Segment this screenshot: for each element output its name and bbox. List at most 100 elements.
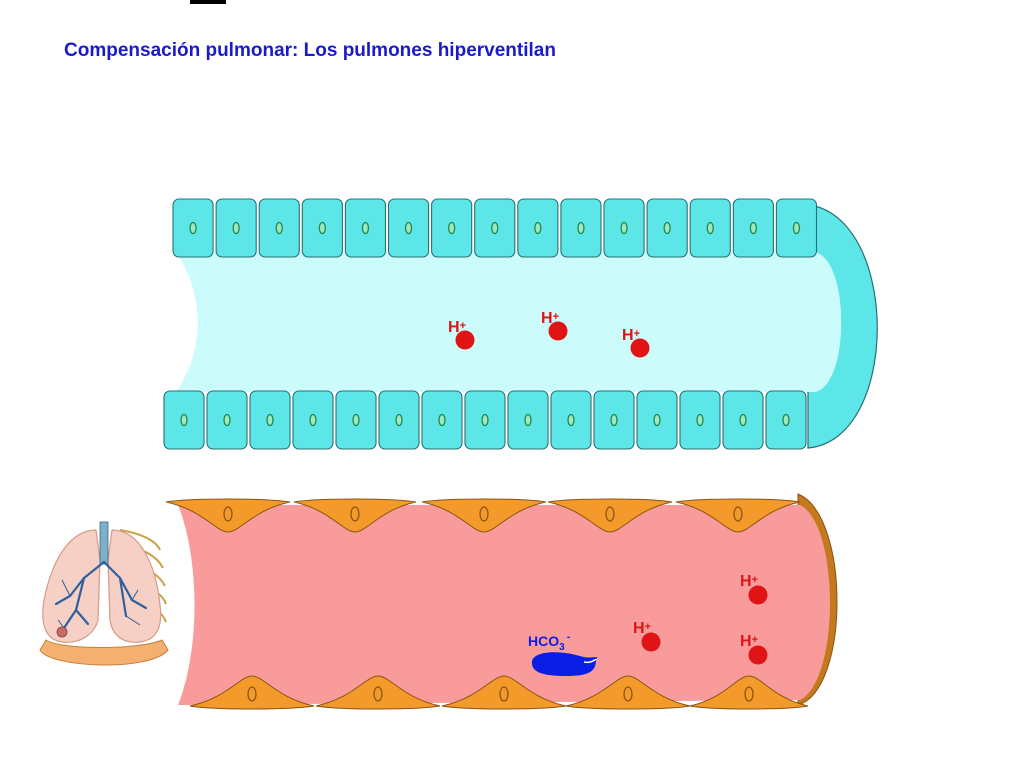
airway-bottom-cell-row bbox=[163, 390, 807, 450]
epithelial-cell bbox=[603, 198, 645, 258]
epithelial-cell bbox=[517, 198, 559, 258]
cell-nucleus bbox=[447, 221, 456, 235]
airway-lumen bbox=[176, 252, 842, 392]
epithelial-cell bbox=[249, 390, 291, 450]
epithelial-cell bbox=[732, 198, 774, 258]
epithelial-cell bbox=[507, 390, 549, 450]
cell-nucleus bbox=[567, 413, 575, 427]
lungs-icon bbox=[39, 521, 169, 666]
hydrogen-ion: H+ bbox=[740, 633, 768, 665]
epithelial-cell bbox=[172, 198, 214, 258]
airway-top-cell-row bbox=[172, 198, 818, 258]
vessel-hydrogen-ions: H+ H+ H+ bbox=[633, 573, 768, 665]
epithelial-cell bbox=[215, 198, 257, 258]
airway: H+ H+ H+ bbox=[163, 198, 878, 450]
epithelial-cell bbox=[474, 198, 516, 258]
cell-nucleus bbox=[577, 221, 585, 235]
cell-nucleus bbox=[395, 413, 403, 427]
epithelial-cell bbox=[593, 390, 635, 450]
cell-nucleus bbox=[534, 221, 542, 235]
cell-nucleus bbox=[623, 686, 633, 702]
hydrogen-ion: H+ bbox=[622, 327, 650, 358]
cell-nucleus bbox=[653, 413, 661, 427]
cell-nucleus bbox=[733, 506, 743, 522]
endothelial-cell bbox=[675, 498, 801, 533]
cell-nucleus bbox=[350, 506, 360, 522]
airway-hydrogen-ions: H+ H+ H+ bbox=[448, 310, 650, 358]
cell-nucleus bbox=[605, 506, 615, 522]
cell-nucleus bbox=[266, 413, 274, 427]
cell-nucleus bbox=[309, 413, 317, 427]
hydrogen-ion-label: H+ bbox=[541, 310, 559, 327]
cell-nucleus bbox=[223, 506, 233, 522]
epithelial-cell bbox=[258, 198, 300, 258]
cell-nucleus bbox=[481, 413, 489, 427]
header-bar bbox=[190, 0, 226, 4]
epithelial-cell bbox=[335, 390, 377, 450]
epithelial-cell bbox=[679, 390, 721, 450]
cell-nucleus bbox=[318, 221, 327, 235]
blood-vessel: H+ H+ H+ HCO3- bbox=[165, 493, 838, 710]
vessel-top-cell-row bbox=[165, 498, 801, 533]
cell-nucleus bbox=[223, 413, 231, 427]
epithelial-cell bbox=[689, 198, 731, 258]
epithelial-cell bbox=[421, 390, 463, 450]
hydrogen-ion-label: H+ bbox=[448, 319, 466, 336]
epithelial-cell bbox=[775, 198, 818, 258]
epithelial-cell bbox=[206, 390, 248, 450]
cell-nucleus bbox=[744, 686, 754, 702]
epithelial-cell bbox=[387, 198, 430, 258]
endothelial-cell bbox=[189, 675, 315, 710]
vessel-bottom-cell-row bbox=[189, 675, 809, 710]
hydrogen-ion-label: H+ bbox=[740, 573, 758, 590]
cell-nucleus bbox=[189, 221, 197, 235]
epithelial-cell bbox=[431, 198, 473, 258]
bicarbonate-label: HCO3- bbox=[528, 631, 571, 653]
cell-nucleus bbox=[524, 413, 532, 427]
bicarbonate-molecule: HCO3- bbox=[528, 631, 598, 676]
cell-nucleus bbox=[352, 413, 360, 427]
cell-nucleus bbox=[247, 686, 257, 702]
cell-nucleus bbox=[739, 413, 747, 427]
cell-nucleus bbox=[491, 221, 499, 235]
bicarbonate-shape bbox=[531, 652, 598, 676]
cell-nucleus bbox=[232, 221, 240, 235]
endothelial-cell bbox=[689, 675, 809, 710]
epithelial-cell bbox=[378, 390, 420, 450]
hydrogen-ion-label: H+ bbox=[633, 620, 651, 637]
hydrogen-ion-label: H+ bbox=[622, 327, 640, 344]
endothelial-cell bbox=[565, 675, 691, 710]
epithelial-cell bbox=[464, 390, 506, 450]
cell-nucleus bbox=[706, 221, 714, 235]
cell-nucleus bbox=[404, 221, 413, 235]
epithelial-cell bbox=[344, 198, 387, 258]
cell-nucleus bbox=[438, 413, 446, 427]
hydrogen-ion-label: H+ bbox=[740, 633, 758, 650]
cell-nucleus bbox=[373, 686, 383, 702]
epithelial-cell bbox=[292, 390, 334, 450]
epithelial-cell bbox=[765, 390, 807, 450]
hydrogen-ion: H+ bbox=[740, 573, 768, 605]
epithelial-cell bbox=[722, 390, 764, 450]
cell-nucleus bbox=[180, 413, 188, 427]
cell-nucleus bbox=[275, 221, 283, 235]
cell-nucleus bbox=[663, 221, 671, 235]
hydrogen-ion: H+ bbox=[448, 319, 475, 350]
page-title: Compensación pulmonar: Los pulmones hipe… bbox=[64, 40, 556, 61]
endothelial-cell bbox=[165, 498, 291, 533]
epithelial-cell bbox=[560, 198, 602, 258]
endothelial-cell bbox=[315, 675, 441, 710]
endothelial-cell bbox=[421, 498, 547, 533]
epithelial-cell bbox=[636, 390, 678, 450]
endothelial-cell bbox=[547, 498, 673, 533]
cell-nucleus bbox=[499, 686, 509, 702]
epithelial-cell bbox=[163, 390, 205, 450]
cell-nucleus bbox=[361, 221, 370, 235]
endothelial-cell bbox=[293, 498, 417, 533]
epithelial-cell bbox=[550, 390, 592, 450]
cell-nucleus bbox=[620, 221, 628, 235]
cell-nucleus bbox=[749, 221, 757, 235]
epithelial-cell bbox=[646, 198, 688, 258]
